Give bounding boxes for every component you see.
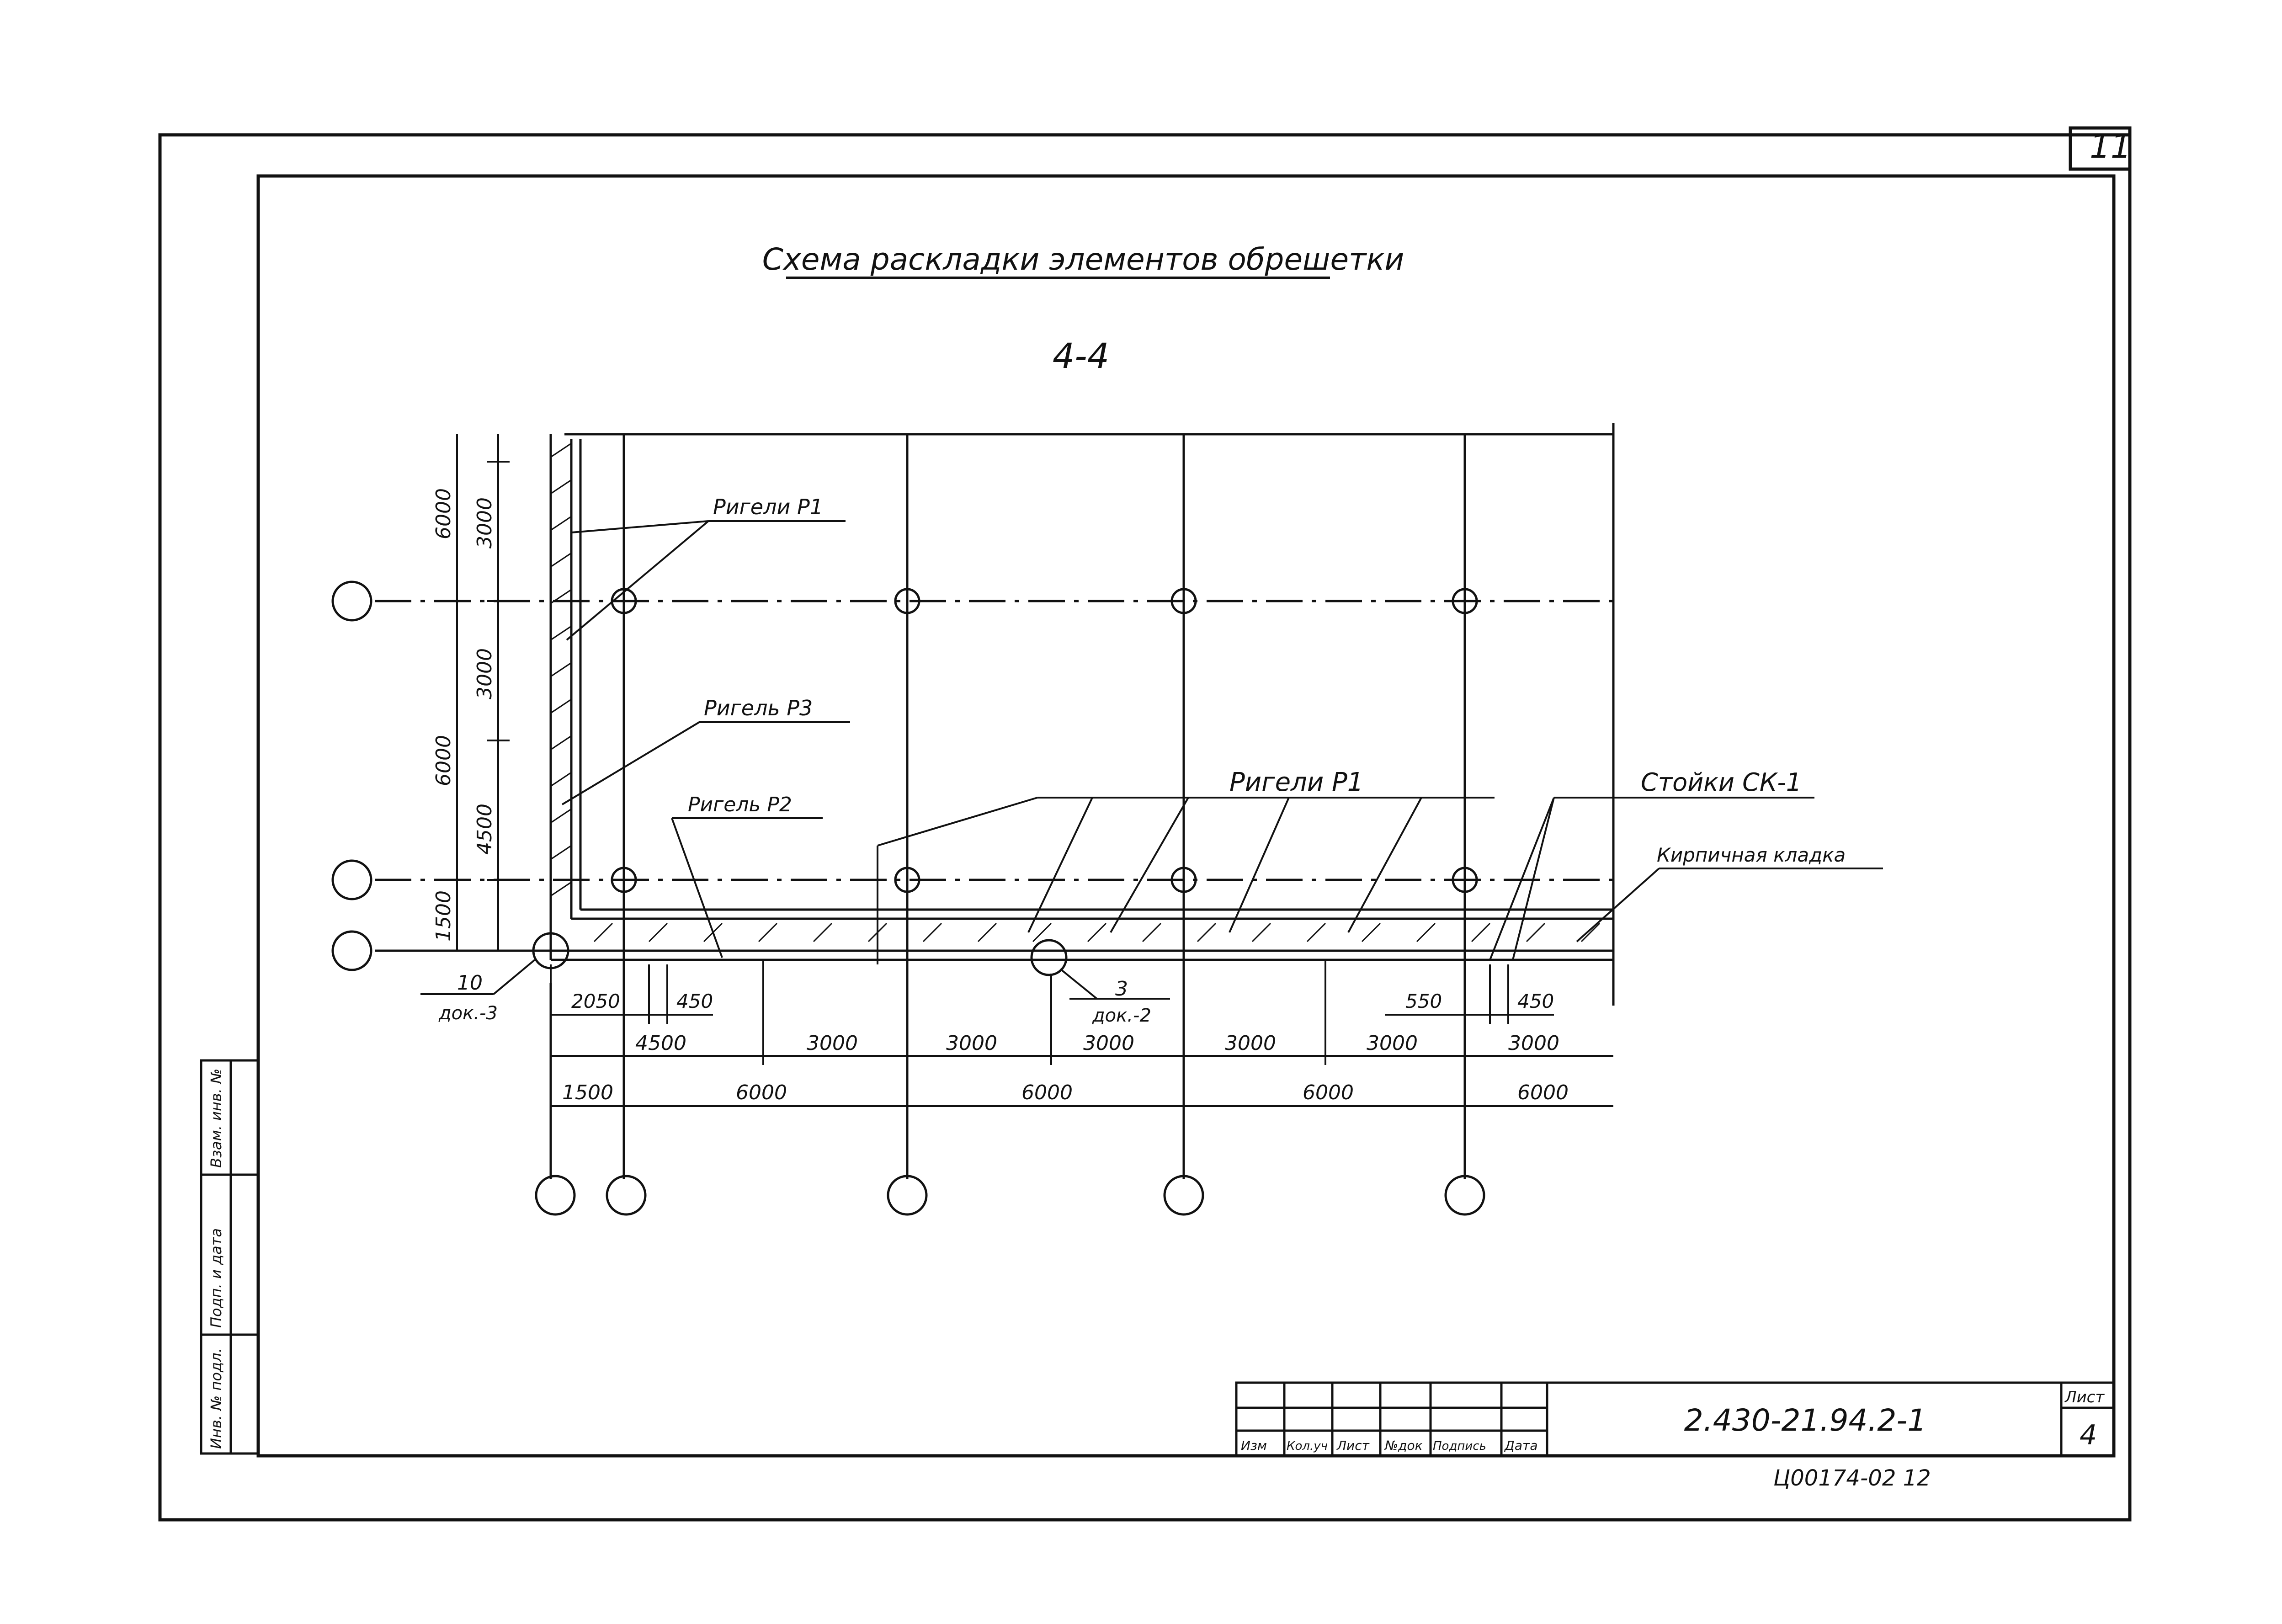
dim-r3-3: 6000 — [1021, 1081, 1073, 1104]
stamp-vzam: Взам. инв. № — [207, 1069, 225, 1168]
dim-r3-5: 6000 — [1517, 1081, 1569, 1104]
dim-r2-5: 3000 — [1225, 1032, 1276, 1055]
leader-lines — [561, 520, 1883, 964]
dim-r2-6: 3000 — [1367, 1032, 1418, 1055]
sheet-frame — [158, 126, 2132, 1522]
dim-r1-4: 450 — [1517, 990, 1554, 1012]
label-stoyki: Стойки СК-1 — [1641, 768, 1802, 797]
tb-header-ndok: №док — [1384, 1438, 1423, 1453]
dim-r3-1: 1500 — [562, 1081, 613, 1104]
corner-sheet-number: 11 — [2090, 127, 2132, 165]
dim-r3-4: 6000 — [1303, 1081, 1354, 1104]
tb-header-data: Дата — [1504, 1438, 1538, 1453]
label-rigel-p2: Ригель Р2 — [688, 793, 792, 816]
sheet-label: Лист — [2064, 1388, 2105, 1406]
dim-r1-3: 550 — [1405, 990, 1442, 1012]
dim-r3-2: 6000 — [736, 1081, 787, 1104]
title-block — [1235, 1381, 2115, 1457]
label-kladka: Кирпичная кладка — [1657, 844, 1846, 866]
node-a-number: 10 — [457, 971, 483, 995]
brick-wall-hatch — [550, 442, 1601, 942]
stamp-inv: Инв. № подл. — [207, 1348, 225, 1449]
dim-r2-7: 3000 — [1508, 1032, 1559, 1055]
node-a-doc: док.-3 — [438, 1003, 498, 1024]
side-stamp — [200, 1059, 260, 1455]
document-code: 2.430-21.94.2-1 — [1684, 1403, 1926, 1438]
archive-number: Ц00174-02 12 — [1773, 1465, 1931, 1491]
dim-r2-1: 4500 — [635, 1032, 686, 1055]
node-callout-3 — [1030, 939, 1068, 976]
stamp-podp: Подп. и дата — [207, 1228, 225, 1328]
dim-v-inner-2: 3000 — [473, 648, 496, 699]
section-mark: 4-4 — [1053, 335, 1109, 376]
dim-r1-2: 450 — [676, 990, 713, 1012]
dim-r2-3: 3000 — [946, 1032, 997, 1055]
grid-plan — [375, 423, 1615, 1179]
dim-v-outer-3: 1500 — [432, 890, 455, 942]
node-b-number: 3 — [1115, 977, 1128, 1001]
dim-v-outer-2: 6000 — [432, 735, 455, 786]
tb-header-izm: Изм — [1241, 1438, 1267, 1453]
axis-bubbles — [331, 580, 1485, 1216]
dim-v-inner-1: 3000 — [473, 497, 496, 548]
label-rigel-p3: Ригель Р3 — [704, 696, 813, 720]
tb-header-podpis: Подпись — [1433, 1439, 1486, 1453]
horizontal-dimension-lines — [550, 960, 1613, 1120]
label-rigeli-p1-mid: Ригели Р1 — [1229, 767, 1363, 797]
label-rigeli-p1-top: Ригели Р1 — [713, 495, 823, 519]
dim-r2-2: 3000 — [807, 1032, 858, 1055]
dim-r2-4: 3000 — [1083, 1032, 1134, 1055]
node-b-doc: док.-2 — [1092, 1005, 1151, 1026]
tb-header-list: Лист — [1336, 1438, 1370, 1453]
column-marks — [611, 588, 1478, 893]
dim-v-outer-1: 6000 — [432, 488, 455, 539]
tb-header-koluch: Кол.уч — [1287, 1439, 1328, 1453]
drawing-title: Схема раскладки элементов обрешетки — [762, 242, 1404, 277]
vertical-dimension-lines — [446, 434, 510, 951]
sheet-number: 4 — [2080, 1419, 2097, 1451]
dim-r1-1: 2050 — [571, 990, 620, 1012]
dim-v-inner-3: 4500 — [473, 804, 496, 855]
